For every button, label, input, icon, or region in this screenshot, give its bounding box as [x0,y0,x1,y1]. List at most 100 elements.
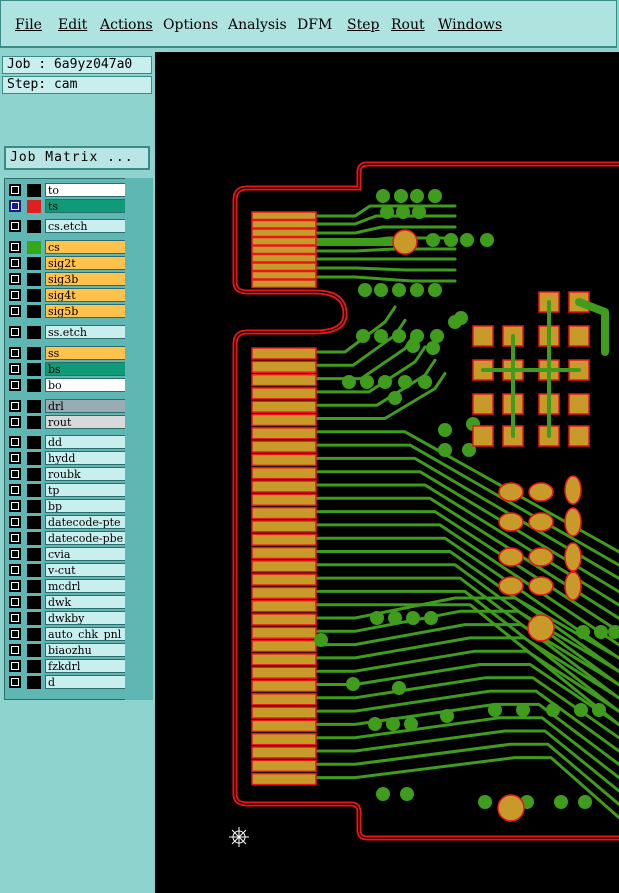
layer-row-d[interactable]: d [9,675,127,689]
layer-color-swatch[interactable] [27,347,41,360]
layer-name[interactable]: tp [45,483,127,497]
layer-color-swatch[interactable] [27,644,41,657]
layer-name[interactable]: ss.etch [45,325,127,339]
layer-checkbox[interactable] [9,326,21,338]
layer-checkbox[interactable] [9,436,21,448]
menu-dfm[interactable]: DFM [297,17,333,33]
layer-row-dwk[interactable]: dwk [9,595,127,609]
layer-row-bs[interactable]: bs [9,362,127,376]
layer-checkbox[interactable] [9,676,21,688]
layer-color-swatch[interactable] [27,200,41,213]
layer-color-swatch[interactable] [27,612,41,625]
layer-checkbox[interactable] [9,532,21,544]
layer-name[interactable]: biaozhu [45,643,127,657]
layer-checkbox[interactable] [9,200,21,212]
layer-checkbox[interactable] [9,400,21,412]
layer-checkbox[interactable] [9,596,21,608]
menu-options[interactable]: Options [163,17,219,33]
layer-row-cs.etch[interactable]: cs.etch [9,219,127,233]
menu-actions[interactable]: Actions [100,17,153,33]
layer-name[interactable]: bp [45,499,127,513]
layer-row-v-cut[interactable]: v-cut [9,563,127,577]
layer-checkbox[interactable] [9,273,21,285]
layer-row-sig2t[interactable]: sig2t [9,256,127,270]
layer-name[interactable]: fzkdrl [45,659,127,673]
layer-row-biaozhu[interactable]: biaozhu [9,643,127,657]
layer-color-swatch[interactable] [27,289,41,302]
menu-analysis[interactable]: Analysis [228,17,287,33]
menu-windows[interactable]: Windows [438,17,503,33]
job-matrix-button[interactable]: Job Matrix ... [4,146,150,170]
layer-checkbox[interactable] [9,184,21,196]
layer-name[interactable]: bs [45,362,127,376]
layer-row-cvia[interactable]: cvia [9,547,127,561]
layer-name[interactable]: ss [45,346,127,360]
layer-color-swatch[interactable] [27,273,41,286]
layer-list-scrollbar[interactable] [125,178,153,700]
layer-name[interactable]: rout [45,415,127,429]
layer-color-swatch[interactable] [27,676,41,689]
layer-row-dwkby[interactable]: dwkby [9,611,127,625]
graphics-canvas[interactable] [155,52,619,893]
layer-row-sig4t[interactable]: sig4t [9,288,127,302]
layer-checkbox[interactable] [9,500,21,512]
layer-row-sig5b[interactable]: sig5b [9,304,127,318]
layer-name[interactable]: hydd [45,451,127,465]
layer-checkbox[interactable] [9,257,21,269]
menu-rout[interactable]: Rout [391,17,425,33]
layer-name[interactable]: to [45,183,127,197]
layer-checkbox[interactable] [9,516,21,528]
layer-name[interactable]: cs [45,240,127,254]
layer-color-swatch[interactable] [27,400,41,413]
layer-name[interactable]: ts [45,199,127,213]
layer-checkbox[interactable] [9,484,21,496]
layer-checkbox[interactable] [9,452,21,464]
layer-row-to[interactable]: to [9,183,127,197]
layer-color-swatch[interactable] [27,257,41,270]
layer-row-drl[interactable]: drl [9,399,127,413]
layer-color-swatch[interactable] [27,241,41,254]
layer-color-swatch[interactable] [27,184,41,197]
layer-row-sig3b[interactable]: sig3b [9,272,127,286]
layer-row-hydd[interactable]: hydd [9,451,127,465]
layer-color-swatch[interactable] [27,484,41,497]
layer-name[interactable]: auto_chk_pnl [45,627,127,641]
menu-file[interactable]: File [15,17,42,33]
layer-checkbox[interactable] [9,660,21,672]
layer-checkbox[interactable] [9,628,21,640]
layer-name[interactable]: sig4t [45,288,127,302]
layer-color-swatch[interactable] [27,660,41,673]
layer-name[interactable]: roubk [45,467,127,481]
layer-checkbox[interactable] [9,564,21,576]
layer-row-bp[interactable]: bp [9,499,127,513]
layer-checkbox[interactable] [9,347,21,359]
layer-name[interactable]: dwk [45,595,127,609]
layer-row-cs[interactable]: cs [9,240,127,254]
layer-row-tp[interactable]: tp [9,483,127,497]
layer-color-swatch[interactable] [27,416,41,429]
layer-color-swatch[interactable] [27,532,41,545]
layer-color-swatch[interactable] [27,516,41,529]
layer-row-roubk[interactable]: roubk [9,467,127,481]
layer-name[interactable]: datecode-pte [45,515,127,529]
layer-row-auto_chk_pnl[interactable]: auto_chk_pnl [9,627,127,641]
layer-color-swatch[interactable] [27,379,41,392]
layer-color-swatch[interactable] [27,326,41,339]
layer-name[interactable]: dd [45,435,127,449]
layer-name[interactable]: drl [45,399,127,413]
layer-name[interactable]: sig5b [45,304,127,318]
layer-row-dd[interactable]: dd [9,435,127,449]
layer-color-swatch[interactable] [27,452,41,465]
layer-name[interactable]: sig2t [45,256,127,270]
layer-row-ts[interactable]: ts [9,199,127,213]
layer-color-swatch[interactable] [27,468,41,481]
layer-checkbox[interactable] [9,363,21,375]
layer-row-mcdrl[interactable]: mcdrl [9,579,127,593]
layer-checkbox[interactable] [9,379,21,391]
layer-name[interactable]: cs.etch [45,219,127,233]
menu-step[interactable]: Step [347,17,380,33]
layer-color-swatch[interactable] [27,548,41,561]
layer-row-rout[interactable]: rout [9,415,127,429]
layer-checkbox[interactable] [9,220,21,232]
layer-color-swatch[interactable] [27,628,41,641]
